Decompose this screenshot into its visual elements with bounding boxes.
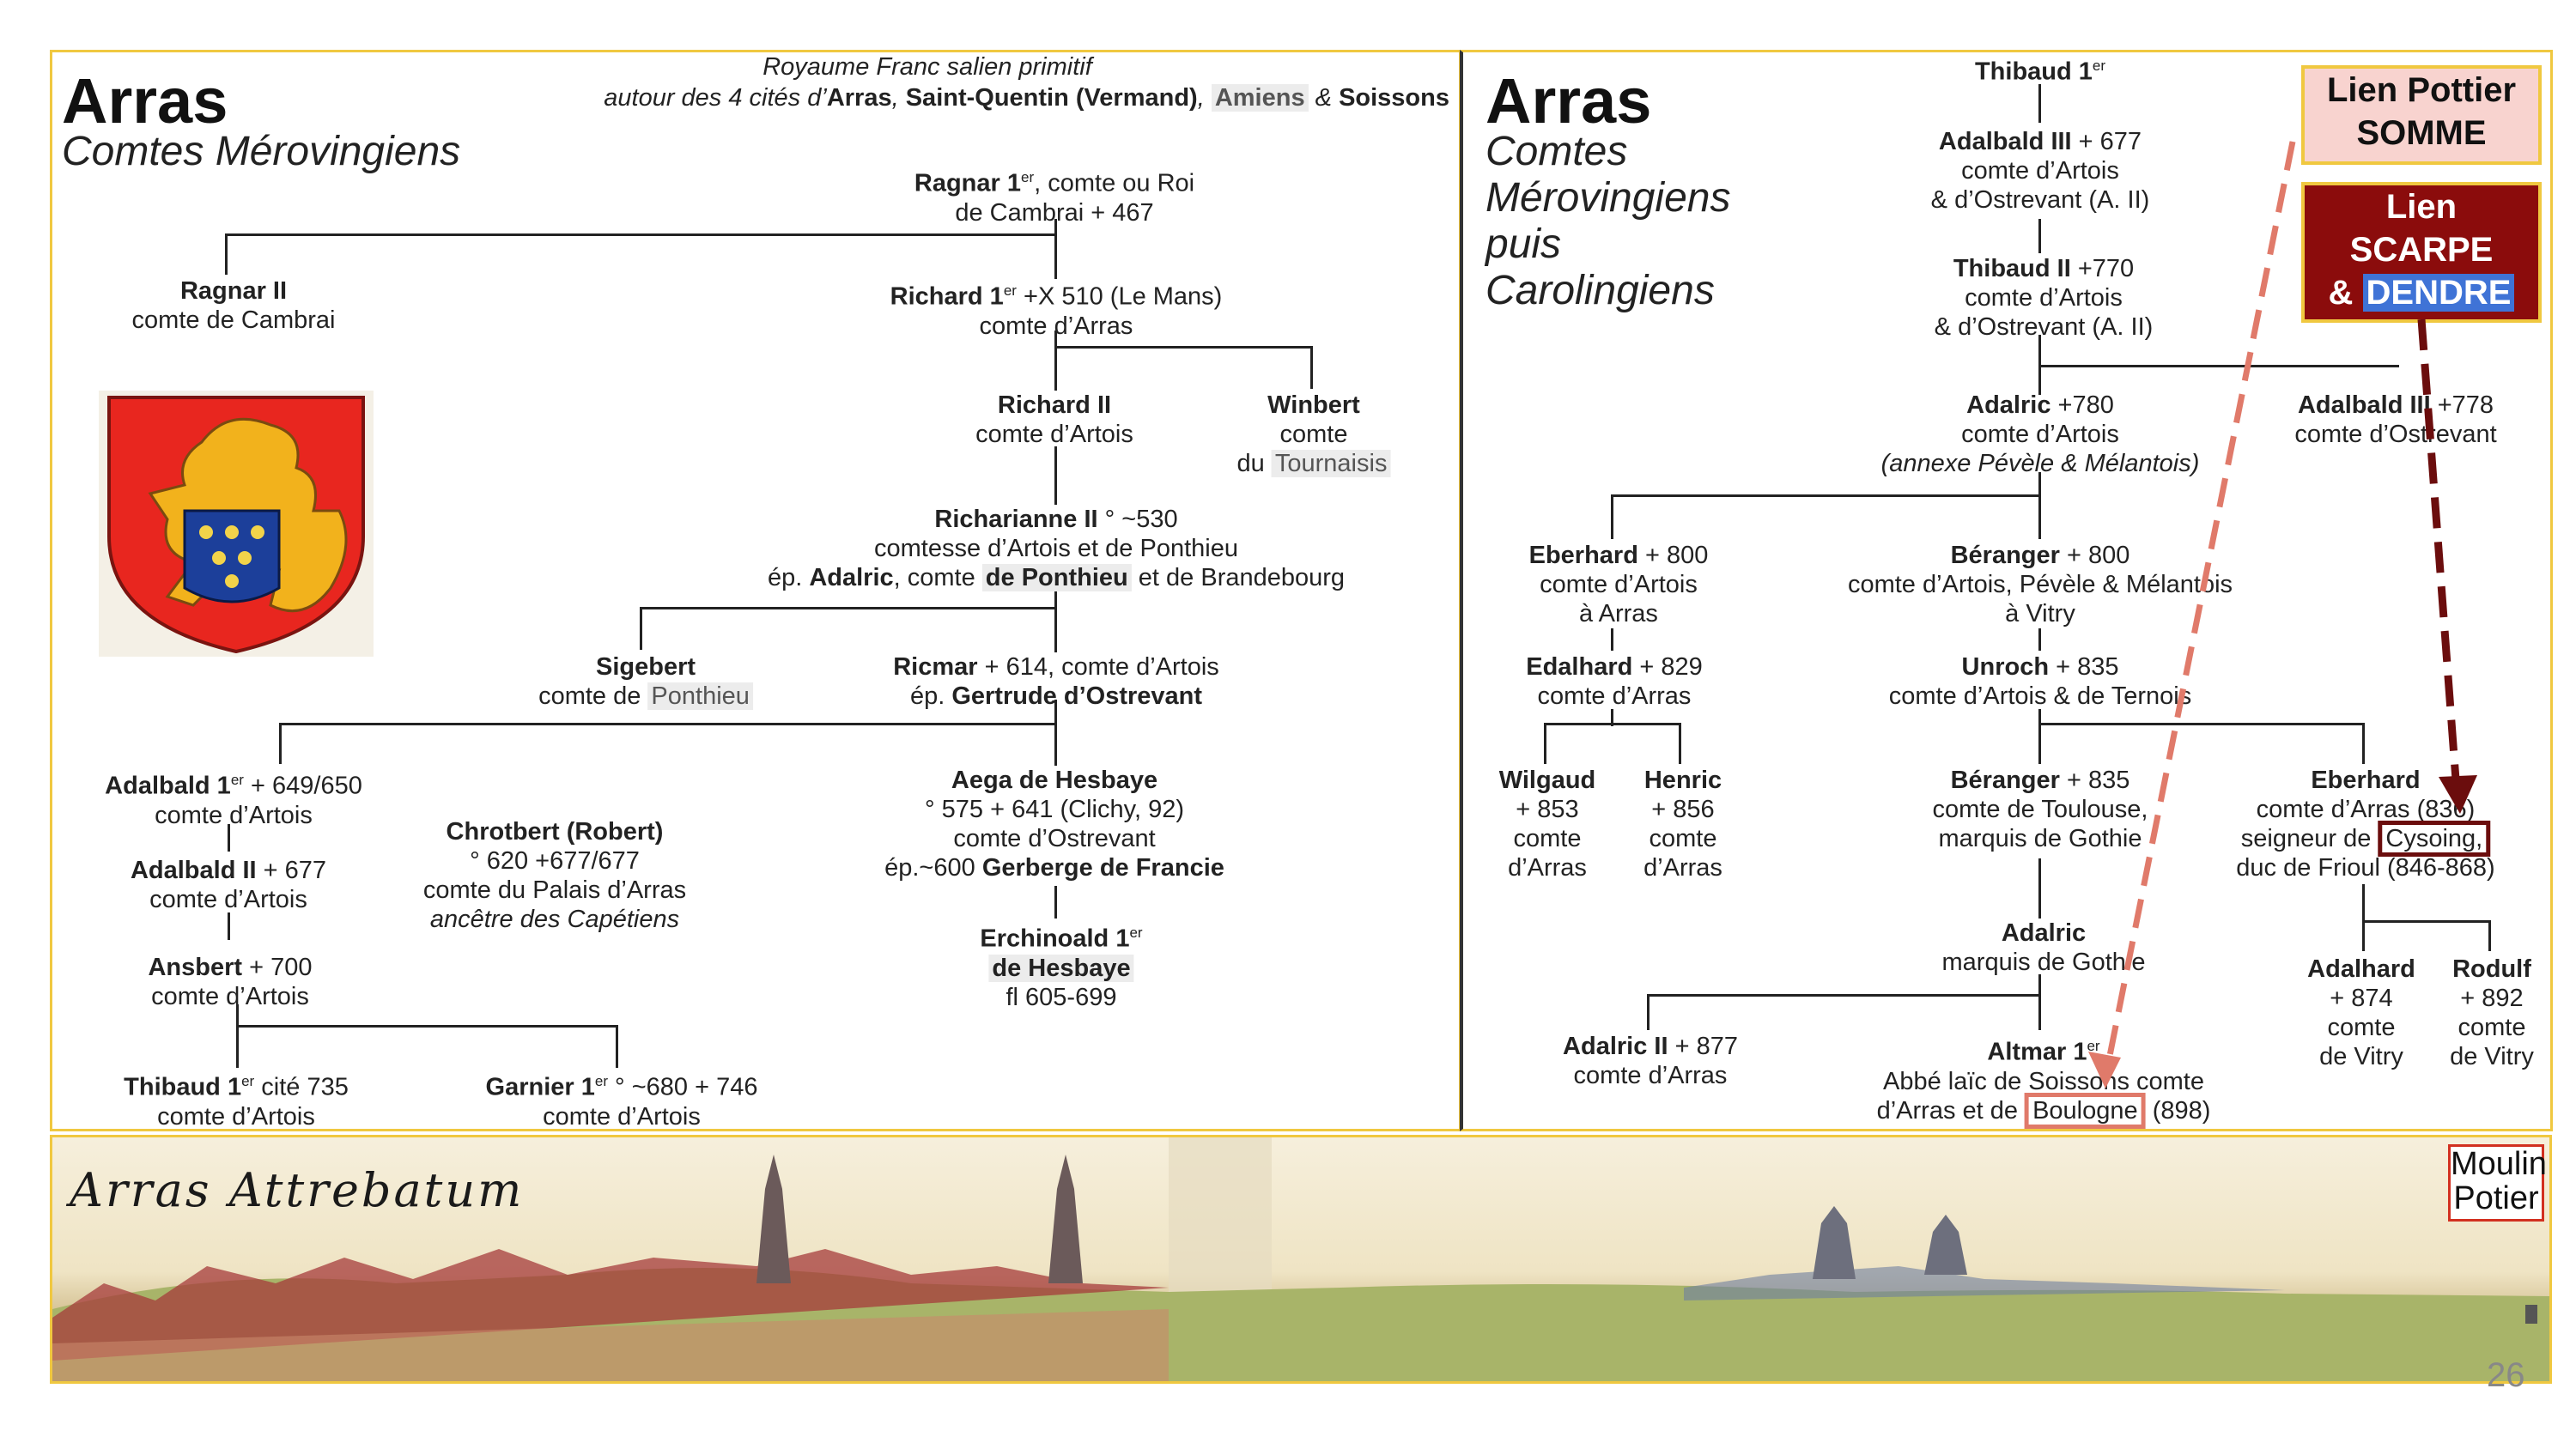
page-number: 26 [2487,1356,2525,1395]
panorama-caption: Arras Attrebatum [70,1163,524,1217]
dendre-dashed-arrow [2421,319,2458,803]
somme-arrowhead [2088,1052,2121,1088]
somme-dashed-arrow [2105,142,2293,1077]
arras-panorama: Arras Attrebatum Moulin Potier [50,1135,2552,1384]
dendre-arrowhead [2439,775,2477,814]
callout-moulin-potier: Moulin Potier [2448,1144,2544,1222]
